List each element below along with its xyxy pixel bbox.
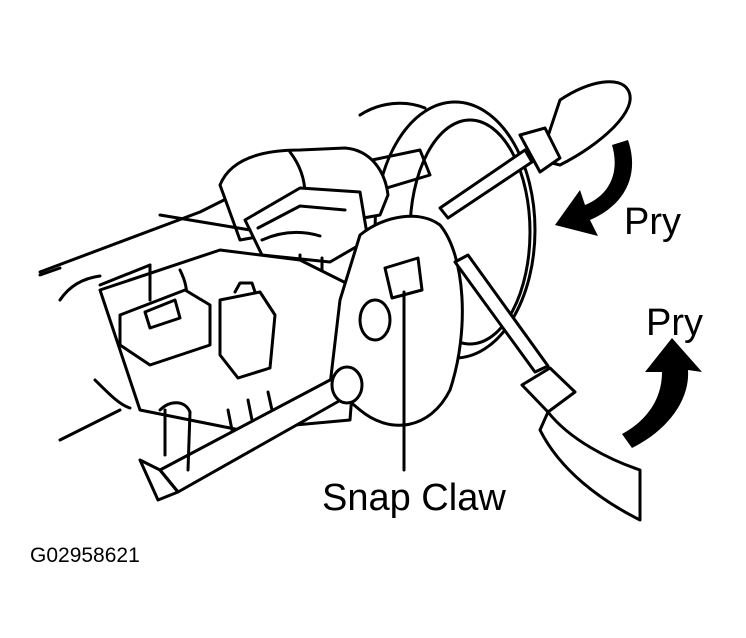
lower-rod <box>138 365 364 502</box>
snap-claw-label: Snap Claw <box>322 477 506 519</box>
screwdriver-upper <box>438 80 632 220</box>
pry-arrow-bottom-icon <box>622 338 702 448</box>
pry-arrow-top-icon <box>555 140 633 236</box>
column-shaft <box>38 194 234 442</box>
switch-connector-right <box>218 281 277 380</box>
figure-code: G02958621 <box>30 544 140 567</box>
screwdriver-lower <box>453 253 642 522</box>
pry-label-bottom: Pry <box>646 302 703 344</box>
combination-switch-ring <box>328 214 464 427</box>
pry-label-top: Pry <box>624 201 681 243</box>
switch-connector-left <box>118 288 212 367</box>
